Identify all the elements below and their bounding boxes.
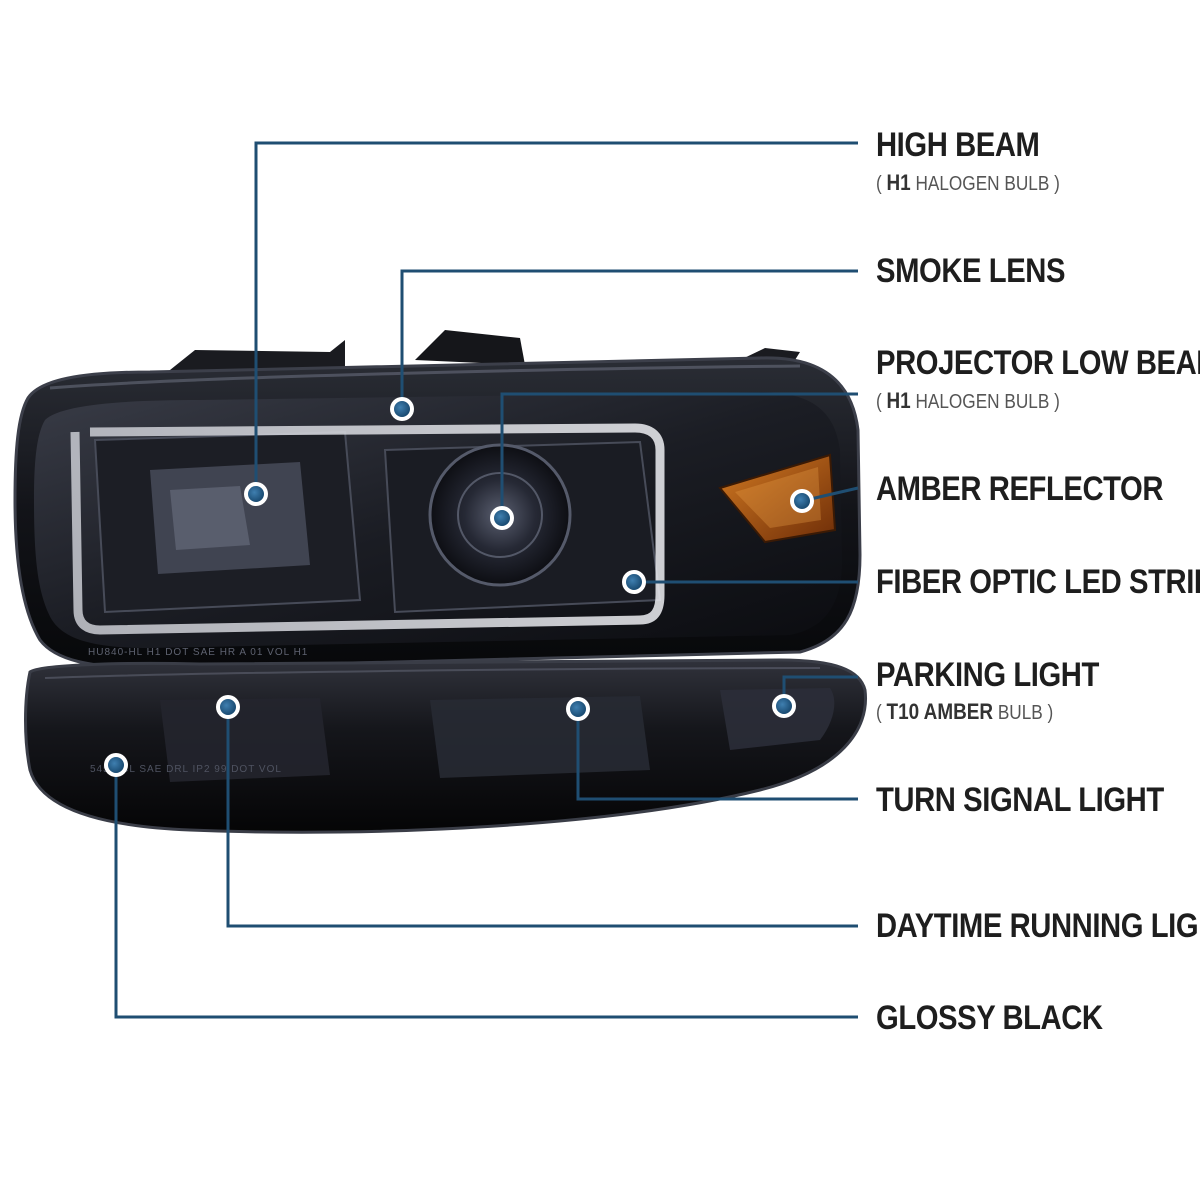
leader-turn-signal-light	[576, 709, 858, 801]
dot-parking-light	[772, 694, 796, 718]
sub-parking-light: ( T10 AMBER BULB )	[876, 699, 1054, 724]
callout-dots	[104, 397, 814, 777]
label-amber-reflector: AMBER REFLECTOR	[876, 470, 1164, 508]
projector-inner-ring	[457, 472, 543, 558]
bumper-markings: 545-FCL SAE DRL IP2 99 DOT VOL	[90, 764, 282, 775]
headlight-markings: HU840-HL H1 DOT SAE HR A 01 VOL H1	[88, 647, 308, 658]
label-high-beam: HIGH BEAM	[876, 126, 1040, 164]
dot-daytime-running-light	[216, 695, 240, 719]
sub-high-beam: ( H1 HALOGEN BULB )	[876, 170, 1060, 195]
drl-reflector	[160, 698, 330, 782]
dot-smoke-lens	[390, 397, 414, 421]
sub-projector-low-beam: ( H1 HALOGEN BULB )	[876, 388, 1060, 413]
fiber-optic-strip	[70, 423, 665, 635]
headlight-assembly: HU840-HL H1 DOT SAE HR A 01 VOL H1	[13, 330, 862, 670]
dot-projector-low-beam	[490, 506, 514, 530]
dot-glossy-black	[104, 753, 128, 777]
mounting-tab	[415, 330, 525, 365]
leader-daytime-running-light	[226, 707, 858, 928]
label-turn-signal-light: TURN SIGNAL LIGHT	[876, 781, 1164, 819]
high-beam-facet	[170, 486, 250, 550]
leader-glossy-black	[114, 765, 858, 1019]
label-glossy-black: GLOSSY BLACK	[876, 999, 1103, 1037]
label-daytime-running-light: DAYTIME RUNNING LIGHT	[876, 907, 1200, 945]
bumper-top-reflection	[44, 667, 821, 679]
dot-fiber-optic-led-strip	[622, 570, 646, 594]
label-parking-light: PARKING LIGHT	[876, 656, 1099, 694]
dot-turn-signal-light	[566, 697, 590, 721]
lens-top-reflection	[49, 364, 801, 390]
callout-leaders	[114, 141, 859, 1019]
label-projector-low-beam: PROJECTOR LOW BEAM	[876, 344, 1200, 382]
label-fiber-optic-led-strip: FIBER OPTIC LED STRIP	[876, 563, 1200, 601]
dot-amber-reflector	[790, 489, 814, 513]
leader-smoke-lens	[400, 269, 858, 409]
amber-reflector-highlight	[735, 467, 821, 528]
leader-high-beam	[254, 141, 858, 494]
label-smoke-lens: SMOKE LENS	[876, 252, 1066, 290]
turn-signal-reflector	[430, 696, 650, 778]
bumper-light-assembly: 545-FCL SAE DRL IP2 99 DOT VOL	[24, 658, 868, 834]
amber-reflector	[718, 453, 837, 544]
parking-light-reflector	[720, 688, 835, 750]
leader-projector-low-beam	[500, 392, 858, 518]
dot-high-beam	[244, 482, 268, 506]
